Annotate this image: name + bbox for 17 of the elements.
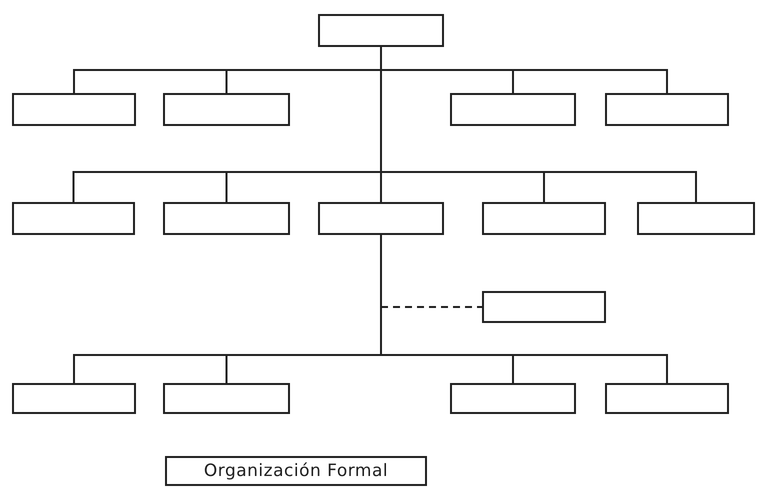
position-box [12,202,135,235]
position-box [605,93,729,126]
position-box [12,383,136,414]
position-box [318,14,444,47]
position-box [163,93,290,126]
position-box [637,202,755,235]
position-box [163,202,290,235]
position-box [163,383,290,414]
chart-title: Organización Formal [204,461,388,481]
position-box [482,291,606,323]
position-box [450,383,576,414]
position-box [605,383,729,414]
position-box [450,93,576,126]
position-box [482,202,606,235]
position-box [318,202,444,235]
title-box [165,456,427,486]
position-box [12,93,136,126]
